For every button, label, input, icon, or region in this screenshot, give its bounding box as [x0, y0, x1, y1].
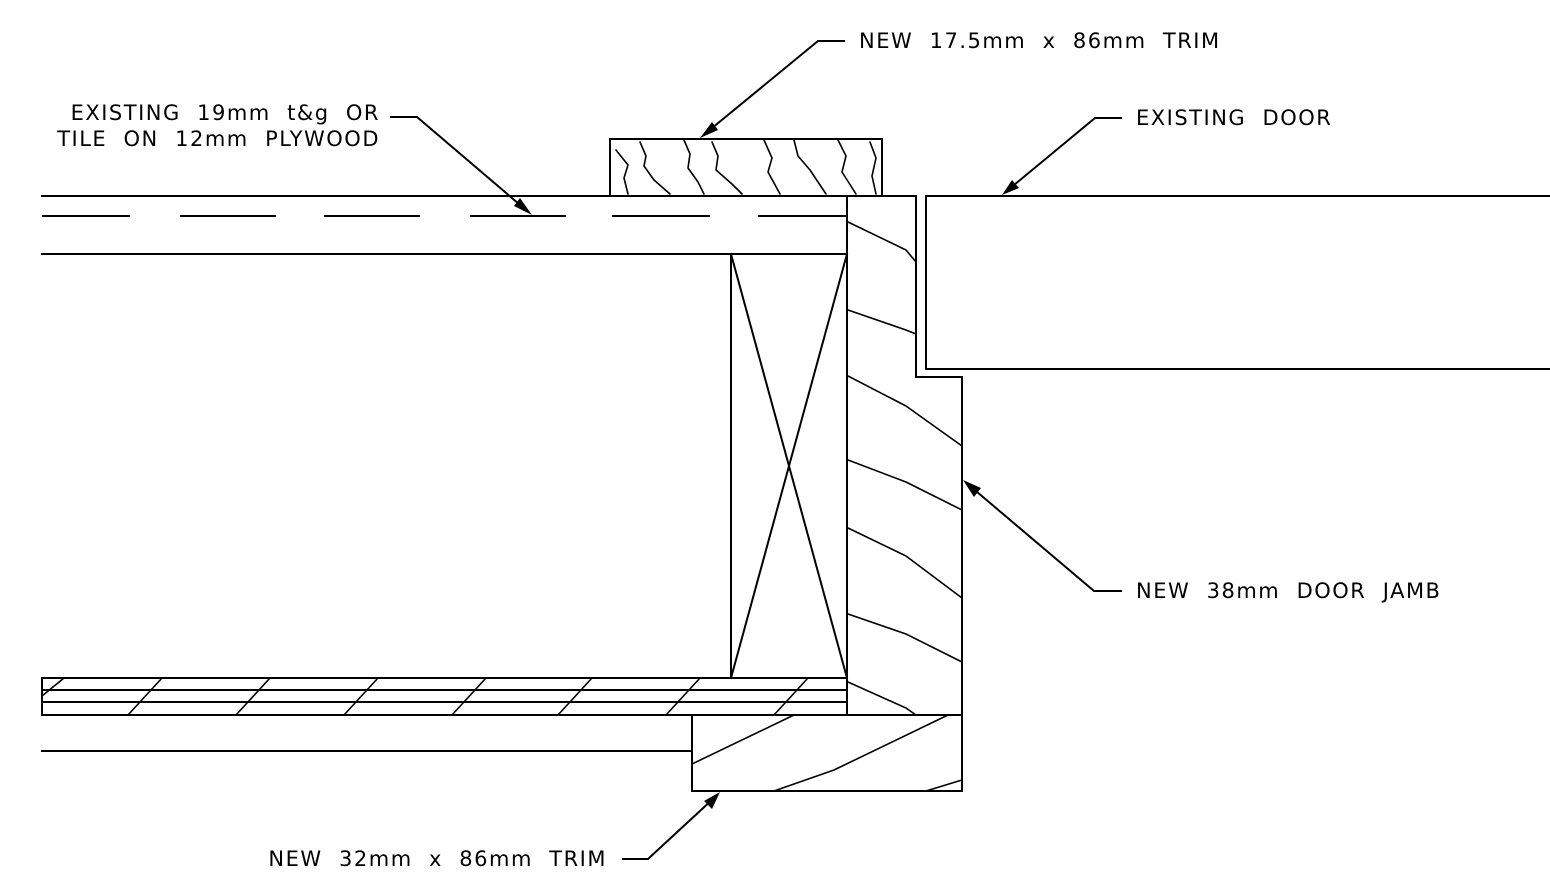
plywood-band	[41, 677, 848, 716]
new-trim-bottom	[691, 714, 963, 792]
label-existing-floor-line1: EXISTING 19mm t&g OR	[71, 101, 380, 125]
stud-framing	[729, 252, 849, 680]
existing-door	[925, 195, 1550, 370]
leader-new-trim-top	[700, 40, 845, 138]
leader-new-door-jamb	[963, 480, 1122, 592]
leader-existing-door	[1002, 117, 1122, 195]
existing-floor	[41, 195, 917, 255]
label-existing-door: EXISTING DOOR	[1136, 106, 1332, 130]
new-door-jamb	[846, 195, 963, 716]
leader-new-trim-bottom	[622, 792, 720, 860]
new-trim-top	[609, 138, 883, 197]
label-new-trim-top: NEW 17.5mm x 86mm TRIM	[859, 29, 1221, 53]
label-new-trim-bottom: NEW 32mm x 86mm TRIM	[268, 847, 607, 871]
label-new-door-jamb: NEW 38mm DOOR JAMB	[1136, 579, 1441, 603]
label-existing-floor-line2: TILE ON 12mm PLYWOOD	[56, 127, 380, 151]
leader-existing-floor	[390, 116, 532, 215]
